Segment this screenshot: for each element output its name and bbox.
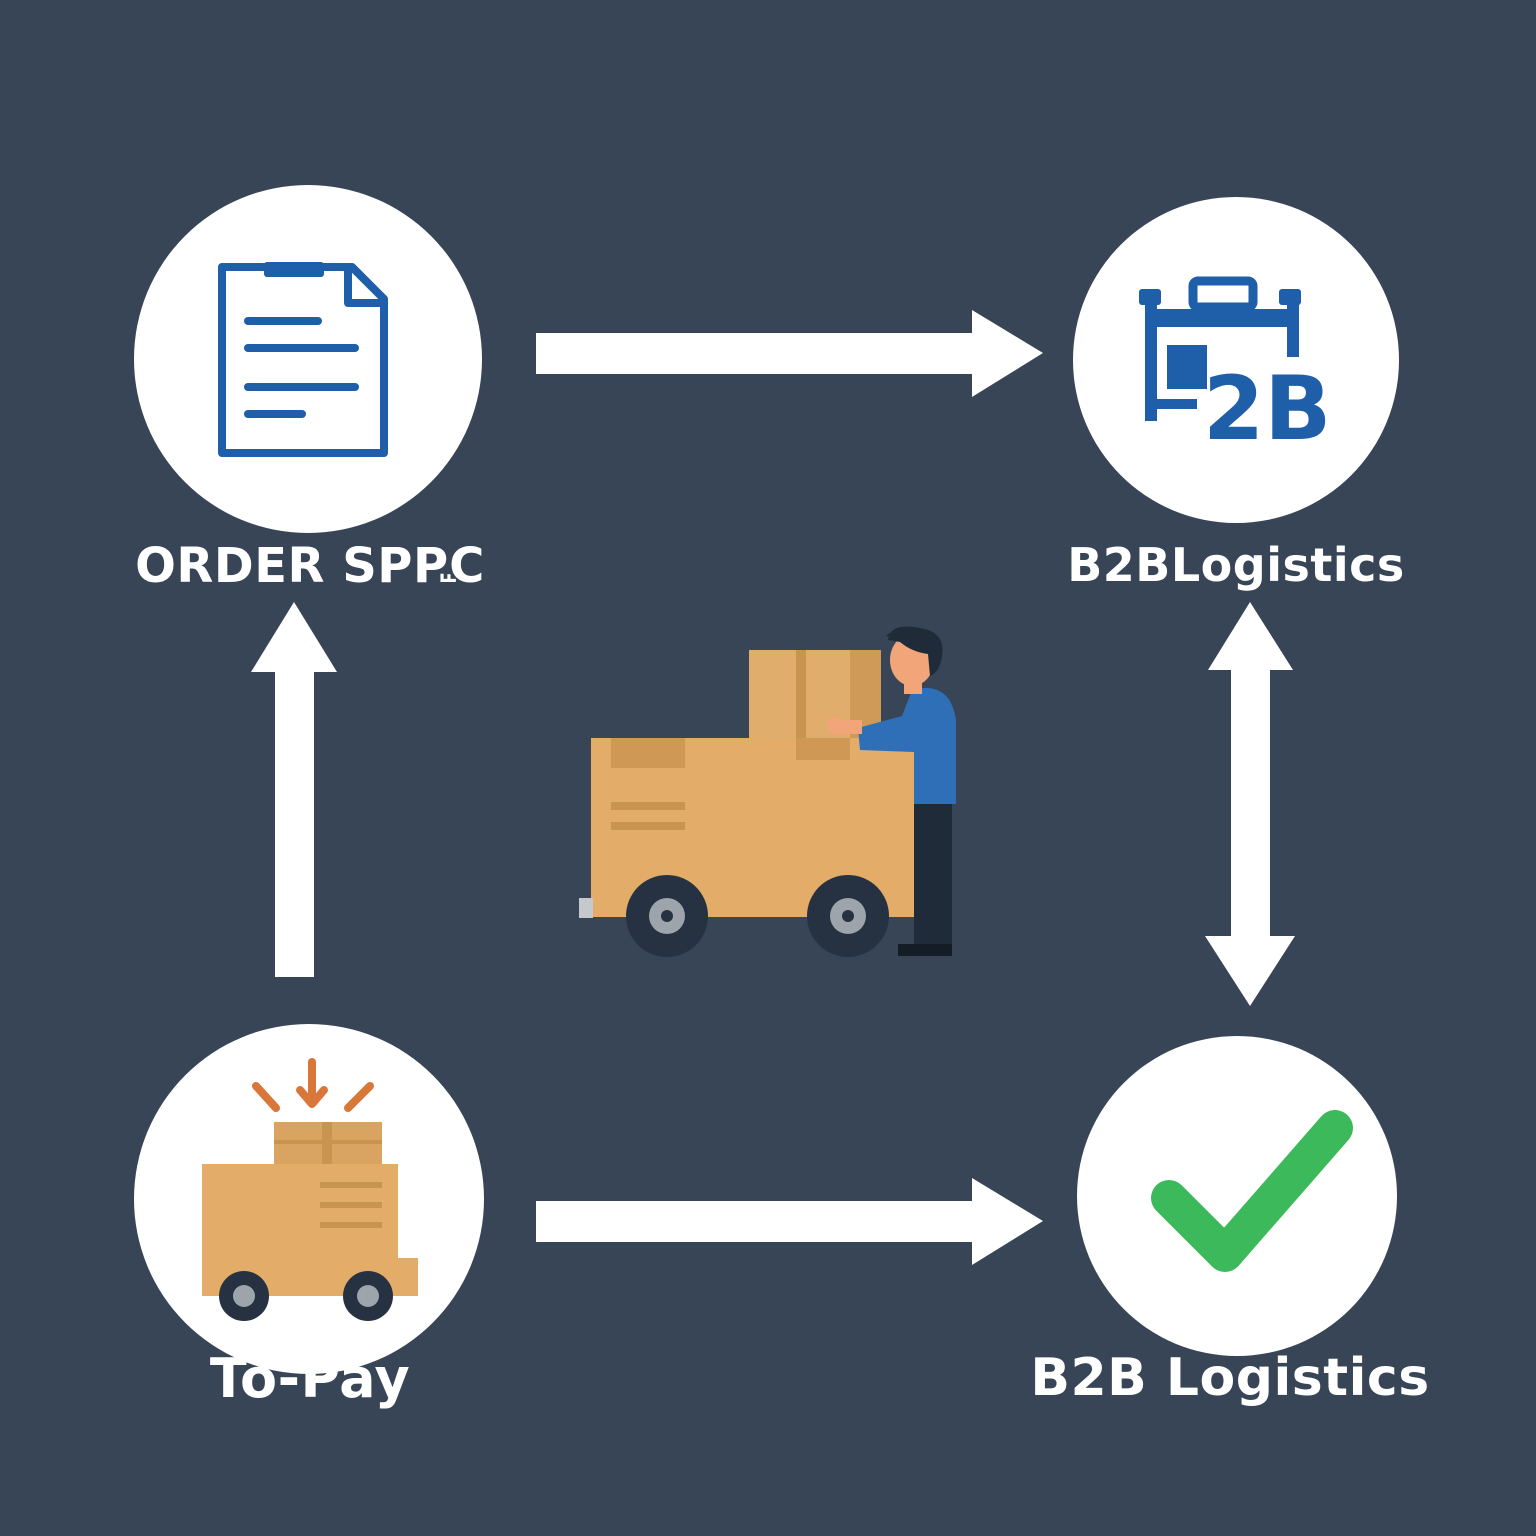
node-order-label: ORDER SPP꜡C bbox=[135, 538, 485, 594]
svg-text:2B: 2B bbox=[1203, 357, 1331, 460]
arrow-topay-to-order bbox=[251, 602, 337, 977]
node-to-pay-label: To-Pay bbox=[209, 1347, 411, 1410]
checkmark-icon bbox=[1151, 1110, 1353, 1272]
delivery-truck-icon bbox=[202, 1058, 418, 1321]
node-b2b-top-label: B2BLogistics bbox=[1067, 538, 1405, 592]
b2b-icon: 2B bbox=[1139, 276, 1331, 460]
document-icon bbox=[218, 262, 388, 457]
node-b2b-logistics-top: 2B bbox=[1073, 197, 1399, 523]
node-order-spec bbox=[134, 185, 482, 533]
node-b2b-logistics-bottom bbox=[1077, 1036, 1397, 1356]
arrow-order-to-b2b bbox=[536, 310, 1043, 397]
node-to-pay bbox=[134, 1024, 484, 1374]
node-b2b-bottom-label: B2B Logistics bbox=[1030, 1348, 1430, 1408]
arrow-topay-to-b2b-logistics bbox=[536, 1178, 1043, 1265]
arrow-b2b-bidirectional bbox=[1205, 602, 1295, 1006]
